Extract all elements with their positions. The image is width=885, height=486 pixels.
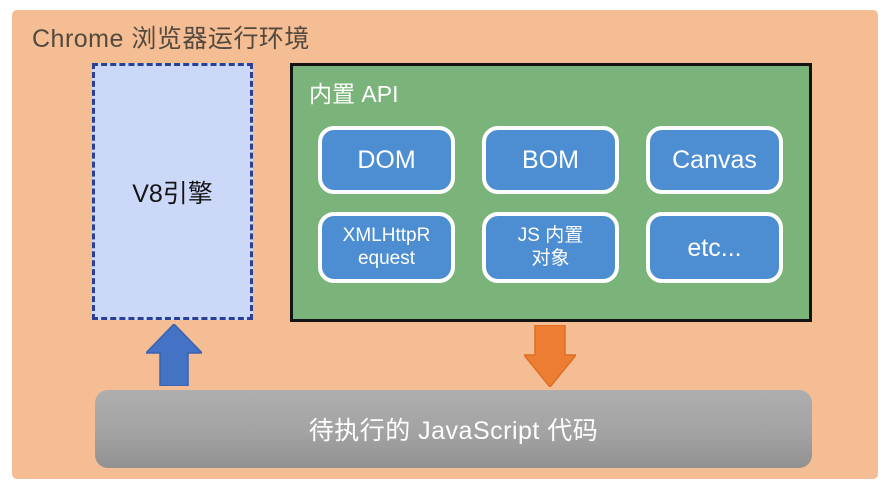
v8-engine-label: V8引擎 xyxy=(132,179,213,208)
api-node-etc-label: etc... xyxy=(687,233,742,262)
api-row-top: DOM BOM Canvas xyxy=(318,126,783,194)
diagram-stage: Chrome 浏览器运行环境 V8引擎 内置 API DOM BOM Canva… xyxy=(12,10,878,479)
api-node-js-builtin-objects-label: JS 内置 对象 xyxy=(517,224,584,269)
javascript-code-box: 待执行的 JavaScript 代码 xyxy=(95,390,812,468)
v8-engine-box: V8引擎 xyxy=(92,63,253,320)
javascript-code-label: 待执行的 JavaScript 代码 xyxy=(308,417,599,445)
api-row-bottom: XMLHttpR equest JS 内置 对象 etc... xyxy=(318,212,783,283)
api-node-dom: DOM xyxy=(318,126,455,194)
api-node-dom-label: DOM xyxy=(357,146,416,174)
api-node-xmlhttprequest: XMLHttpR equest xyxy=(318,212,455,283)
diagram-title: Chrome 浏览器运行环境 xyxy=(32,25,310,53)
api-node-xmlhttprequest-label: XMLHttpR equest xyxy=(342,224,431,269)
api-node-js-builtin-objects: JS 内置 对象 xyxy=(482,212,619,283)
down-arrow-icon xyxy=(524,325,576,387)
api-node-etc: etc... xyxy=(646,212,783,283)
builtin-api-title: 内置 API xyxy=(309,81,399,107)
builtin-api-panel: 内置 API DOM BOM Canvas XMLHttpR equest JS… xyxy=(290,63,812,322)
api-node-canvas-label: Canvas xyxy=(672,146,757,174)
api-node-bom-label: BOM xyxy=(522,146,579,174)
up-arrow-icon xyxy=(146,324,202,386)
api-node-canvas: Canvas xyxy=(646,126,783,194)
api-node-bom: BOM xyxy=(482,126,619,194)
